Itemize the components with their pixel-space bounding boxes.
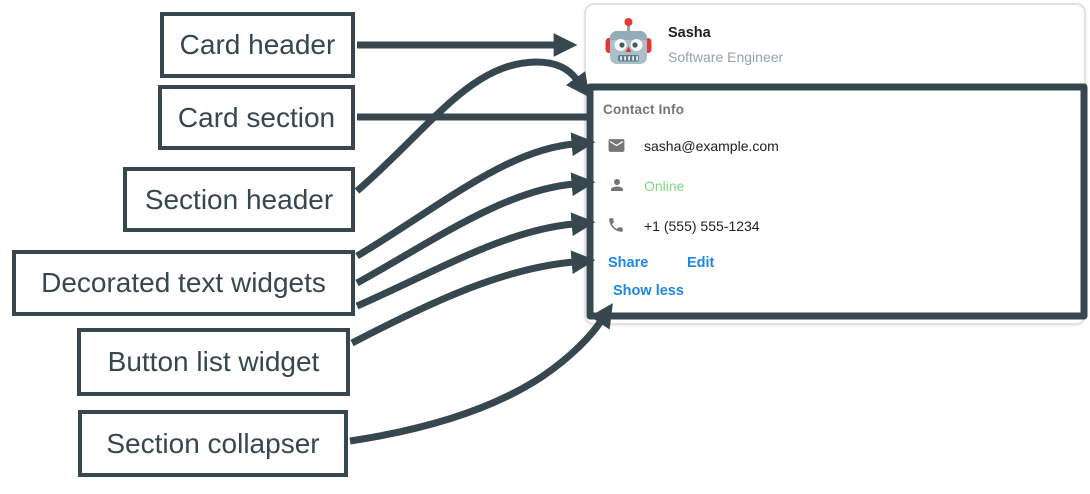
email-row-arrow (355, 132, 596, 260)
edit-button[interactable]: Edit (687, 255, 715, 271)
section-header-arrow (354, 58, 590, 194)
button-list-arrow (350, 250, 596, 347)
phone-text: +1 (555) 555-1234 (644, 218, 760, 234)
person-name: Sasha (668, 25, 711, 41)
label-section-collapser-text: Section collapser (106, 427, 320, 459)
phone-icon (609, 218, 623, 232)
person-role: Software Engineer (668, 49, 784, 65)
share-button[interactable]: Share (608, 255, 649, 271)
label-card-section: Card section (158, 85, 355, 150)
section-collapser-arrow (349, 303, 613, 445)
person-icon (611, 179, 623, 191)
online-status-text: Online (644, 178, 685, 194)
label-button-list-widget: Button list widget (77, 328, 350, 396)
label-decorated-text-widgets: Decorated text widgets (12, 250, 355, 316)
online-row-arrow (355, 172, 596, 287)
phone-row-arrow (355, 212, 596, 310)
label-card-section-text: Card section (177, 101, 336, 133)
show-less-button[interactable]: Show less (613, 283, 684, 299)
label-card-header: Card header (160, 12, 355, 78)
email-icon (608, 139, 625, 152)
email-text: sasha@example.com (644, 138, 779, 154)
label-card-header-text: Card header (179, 29, 336, 60)
label-section-header-text: Section header (144, 183, 334, 215)
robot-avatar-icon (605, 18, 652, 64)
section-header-text: Contact Info (603, 102, 685, 117)
label-button-list-widget-text: Button list widget (107, 346, 320, 377)
label-decorated-text-widgets-text: Decorated text widgets (41, 267, 326, 298)
profile-card (584, 3, 1086, 325)
label-section-header: Section header (123, 167, 355, 232)
label-section-collapser: Section collapser (78, 410, 348, 477)
